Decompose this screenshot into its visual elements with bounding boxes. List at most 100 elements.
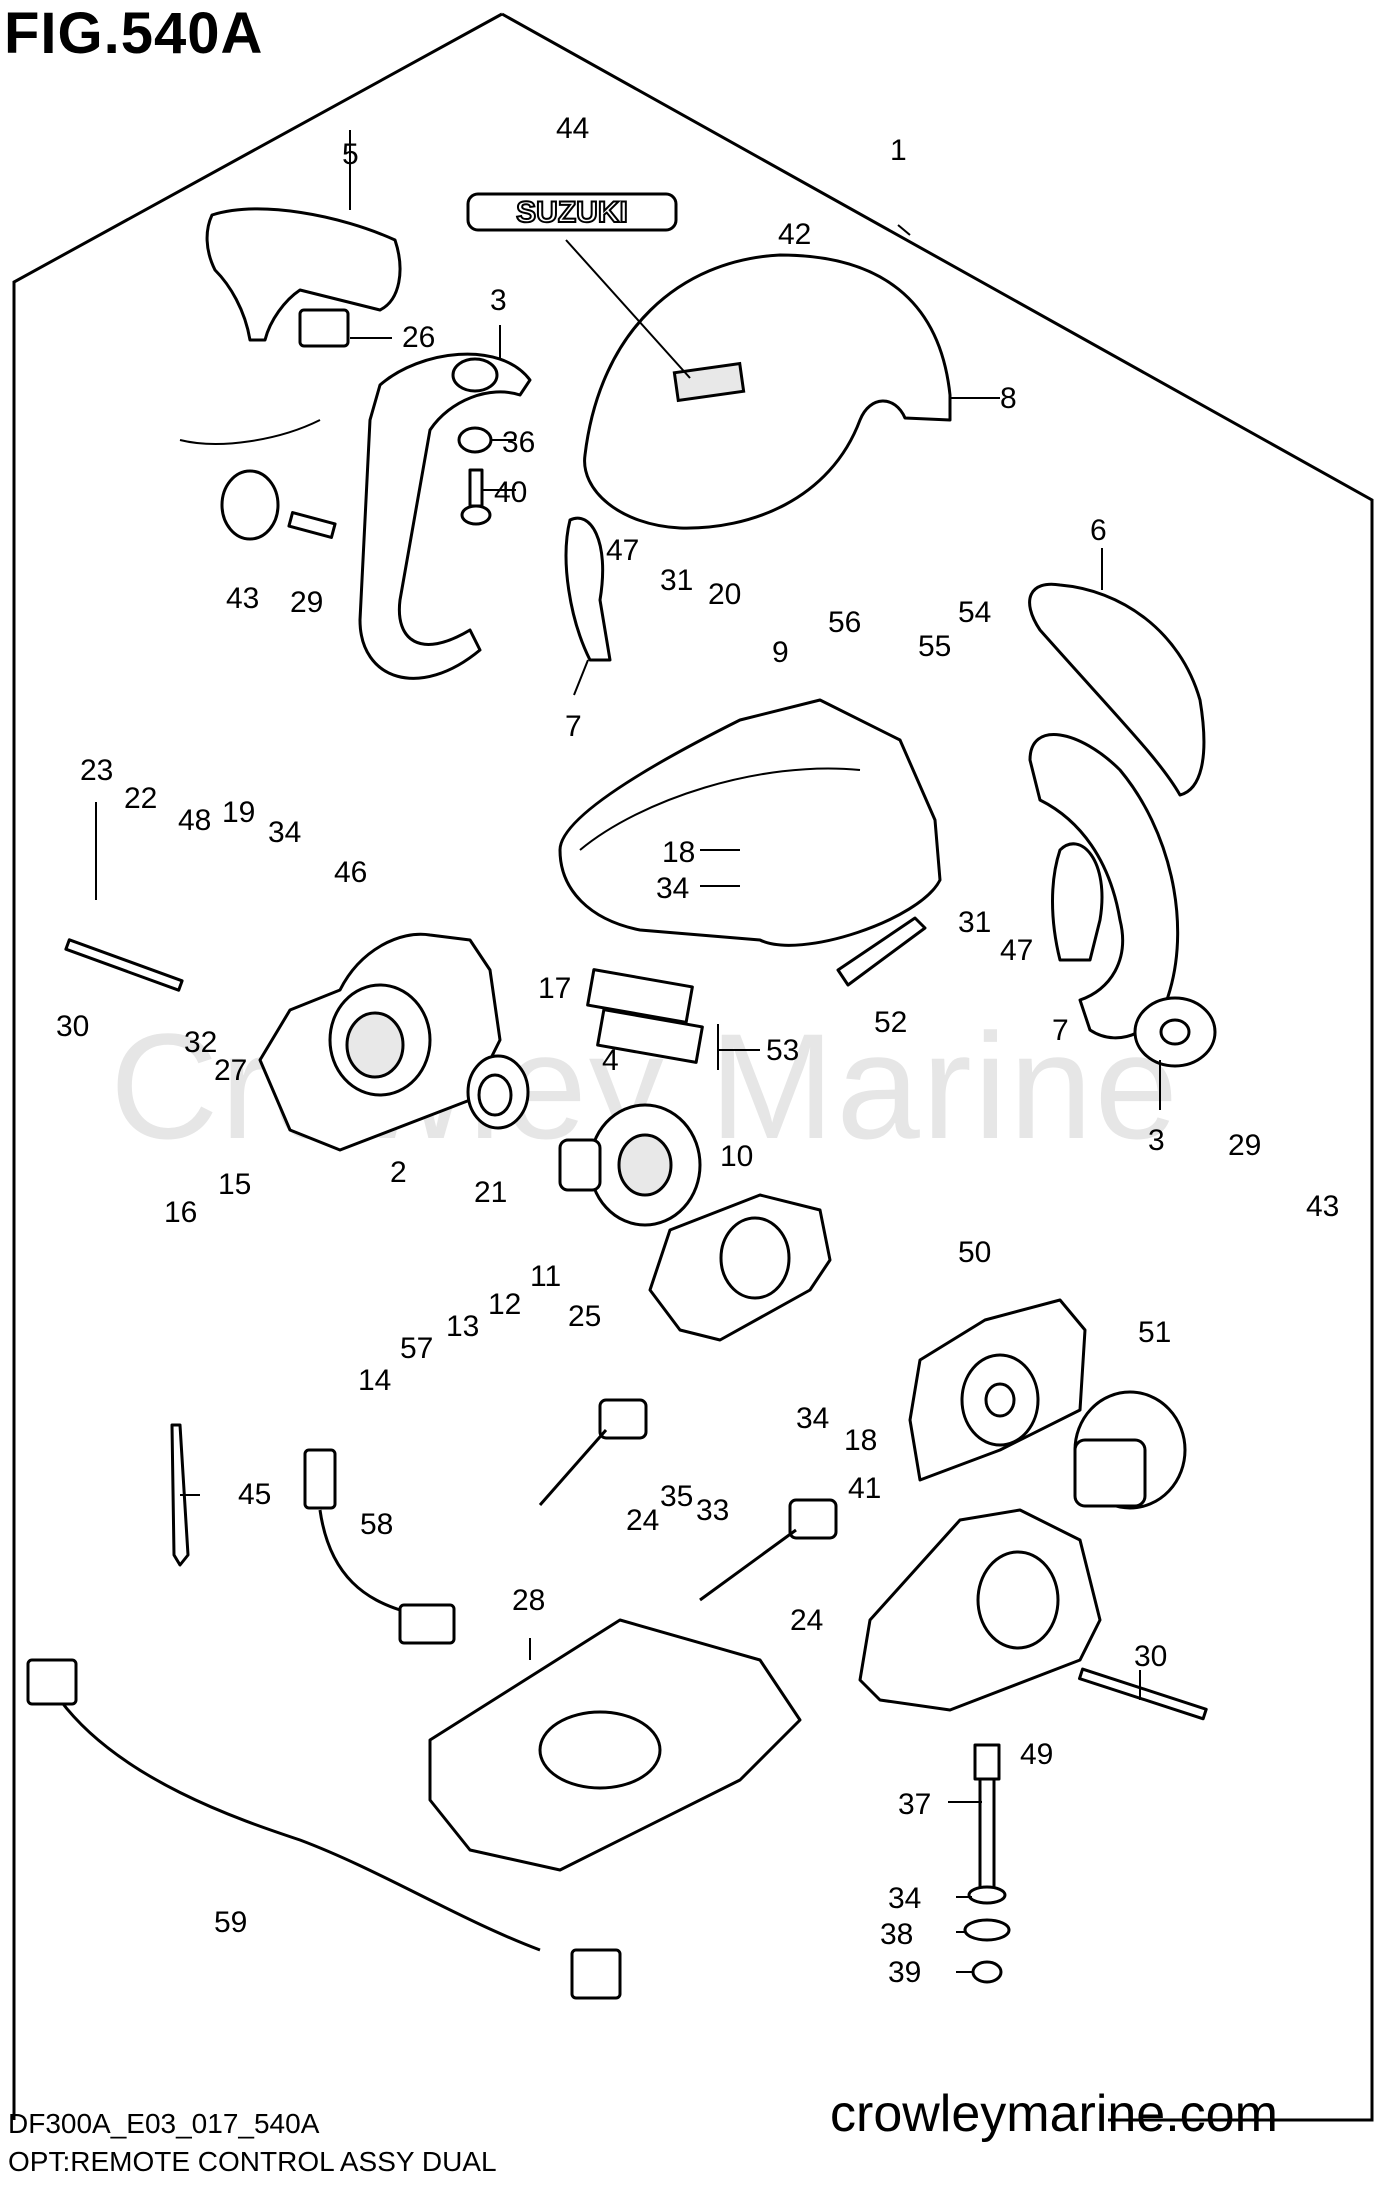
part-number: 51 bbox=[1138, 1316, 1171, 1349]
part-number: 12 bbox=[488, 1288, 521, 1321]
part-number: 43 bbox=[1306, 1190, 1339, 1223]
part-number: 20 bbox=[708, 578, 741, 611]
part-number: 49 bbox=[1020, 1738, 1053, 1771]
part-number: 27 bbox=[214, 1054, 247, 1087]
part-number: 39 bbox=[888, 1956, 921, 1989]
part-number: 13 bbox=[446, 1310, 479, 1343]
figure-title: FIG.540A bbox=[4, 1, 264, 66]
screw-part-36 bbox=[457, 426, 493, 454]
part-number: 9 bbox=[772, 636, 789, 669]
part-number: 40 bbox=[494, 476, 527, 509]
part-number-labels: 1 44 5 42 26 3 8 36 40 43 29 6 47 31 20 … bbox=[56, 112, 1339, 1989]
part-number: 31 bbox=[660, 564, 693, 597]
part-number: 38 bbox=[880, 1918, 913, 1951]
part-number: 19 bbox=[222, 796, 255, 829]
part-number: 26 bbox=[402, 321, 435, 354]
harness-part-58 bbox=[303, 1448, 456, 1645]
handle-grip-part-5 bbox=[179, 207, 402, 445]
part-number: 53 bbox=[766, 1034, 799, 1067]
bolt-part-37 bbox=[973, 1743, 1001, 1897]
part-number: 32 bbox=[184, 1026, 217, 1059]
part-number: 48 bbox=[178, 804, 211, 837]
part-number: 35 bbox=[660, 1480, 693, 1513]
part-number: 28 bbox=[512, 1584, 545, 1617]
part-number: 37 bbox=[898, 1788, 931, 1821]
part-number: 4 bbox=[602, 1044, 619, 1077]
sensor-part-24-lower bbox=[699, 1498, 838, 1602]
pad-part-53 bbox=[586, 968, 704, 1064]
part-number: 7 bbox=[1052, 1014, 1069, 1047]
part-number: 34 bbox=[268, 816, 301, 849]
part-number: 50 bbox=[958, 1236, 991, 1269]
part-number: 11 bbox=[530, 1260, 561, 1293]
part-number: 33 bbox=[696, 1494, 729, 1527]
bolt-part-30-upper bbox=[64, 938, 184, 992]
suzuki-badge-part-44: SUZUKI bbox=[466, 192, 678, 232]
part-number: 36 bbox=[502, 426, 535, 459]
part-number: 46 bbox=[334, 856, 367, 889]
gear-part-51 bbox=[1073, 1390, 1187, 1510]
part-number: 59 bbox=[214, 1906, 247, 1939]
part-number: 23 bbox=[80, 754, 113, 787]
nut-part-39 bbox=[971, 1960, 1003, 1984]
badge-text: SUZUKI bbox=[516, 196, 628, 229]
part-number: 56 bbox=[828, 606, 861, 639]
part-number: 2 bbox=[390, 1156, 407, 1189]
part-number: 42 bbox=[778, 218, 811, 251]
lever-arm-part-3-upper bbox=[358, 352, 532, 680]
part-number: 18 bbox=[662, 836, 695, 869]
part-number: 3 bbox=[490, 284, 507, 317]
assembly-outline-left bbox=[12, 12, 503, 2120]
part-number: 47 bbox=[606, 534, 639, 567]
housing-part-10 bbox=[648, 1193, 832, 1342]
part-number: 57 bbox=[400, 1332, 433, 1365]
part-number: 7 bbox=[565, 710, 582, 743]
plate-part-28 bbox=[428, 1618, 802, 1872]
bracket-part-7-upper bbox=[564, 516, 612, 662]
handle-grip-part-6 bbox=[1028, 582, 1206, 797]
part-number: 43 bbox=[226, 582, 259, 615]
housing-part-49 bbox=[858, 1508, 1102, 1712]
screw-part-40 bbox=[460, 468, 492, 526]
washer-part-34 bbox=[967, 1885, 1007, 1905]
part-number: 6 bbox=[1090, 514, 1107, 547]
part-number: 45 bbox=[238, 1478, 271, 1511]
part-number: 47 bbox=[1000, 934, 1033, 967]
part-number: 22 bbox=[124, 782, 157, 815]
part-number: 14 bbox=[358, 1364, 391, 1397]
part-number: 29 bbox=[290, 586, 323, 619]
part-number: 52 bbox=[874, 1006, 907, 1039]
housing-part-2 bbox=[258, 932, 502, 1152]
part-number: 25 bbox=[568, 1300, 601, 1333]
bracket-part-7-lower bbox=[1051, 842, 1104, 962]
part-number: 58 bbox=[360, 1508, 393, 1541]
screw-part-29-upper bbox=[287, 511, 337, 539]
part-number: 21 bbox=[474, 1176, 507, 1209]
part-number: 30 bbox=[56, 1010, 89, 1043]
part-number: 17 bbox=[538, 972, 571, 1005]
part-number: 15 bbox=[218, 1168, 251, 1201]
assembly-outline bbox=[501, 12, 1374, 2122]
part-number: 5 bbox=[342, 138, 359, 171]
cover-part-8 bbox=[565, 239, 952, 530]
website-label: crowleymarine.com bbox=[830, 2085, 1278, 2143]
part-number: 41 bbox=[848, 1472, 881, 1505]
part-number: 55 bbox=[918, 630, 951, 663]
bolt-part-30-lower bbox=[1077, 1667, 1208, 1721]
part-number: 16 bbox=[164, 1196, 197, 1229]
lever-arm-part-3-lower bbox=[1028, 733, 1217, 1068]
part-number: 31 bbox=[958, 906, 991, 939]
leader-lines bbox=[95, 130, 1161, 1973]
part-number: 34 bbox=[656, 872, 689, 905]
part-number: 24 bbox=[626, 1504, 659, 1537]
sensor-part-24-upper bbox=[538, 1398, 648, 1506]
gear-part-4 bbox=[558, 1103, 702, 1227]
base-housing-part-9 bbox=[558, 698, 942, 947]
part-number: 30 bbox=[1134, 1640, 1167, 1673]
part-number: 18 bbox=[844, 1424, 877, 1457]
cap-part-43-upper bbox=[220, 469, 280, 541]
part-number: 24 bbox=[790, 1604, 823, 1637]
model-code-label: DF300A_E03_017_540A bbox=[8, 2108, 320, 2139]
part-number: 10 bbox=[720, 1140, 753, 1173]
